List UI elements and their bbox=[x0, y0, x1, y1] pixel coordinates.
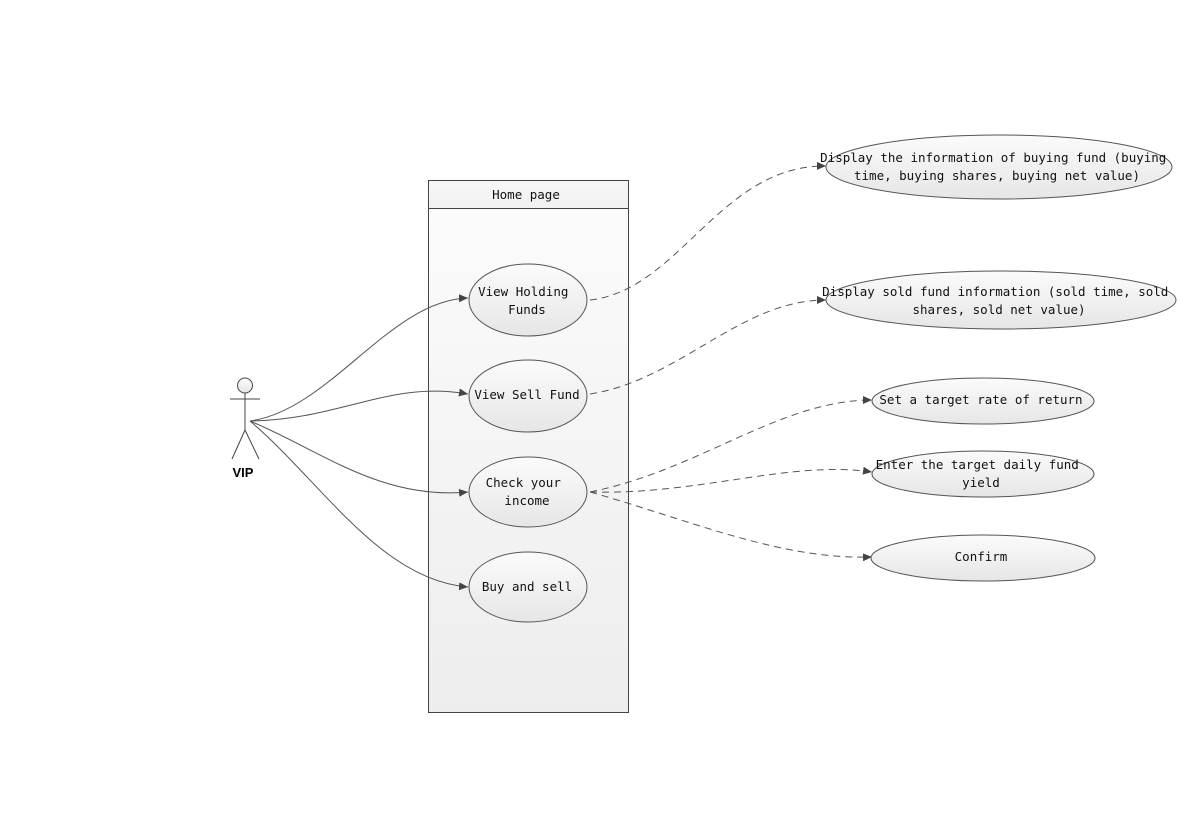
use-case-label: Buy and sell bbox=[482, 579, 572, 594]
use-case-enter-target-daily-yield[interactable]: Enter the target daily fund yield bbox=[871, 450, 1095, 498]
use-case-display-sold-info[interactable]: Display sold fund information (sold time… bbox=[822, 270, 1177, 330]
association-line bbox=[249, 294, 469, 422]
actor-right-leg bbox=[244, 429, 260, 460]
actor-head bbox=[237, 377, 253, 394]
use-case-ellipse bbox=[870, 534, 1096, 582]
use-case-confirm[interactable]: Confirm bbox=[870, 534, 1096, 582]
dependencies bbox=[589, 161, 873, 562]
use-case-label: View Sell Fund bbox=[474, 387, 579, 402]
use-case-label-line: Set a target rate of return bbox=[879, 392, 1082, 407]
dependency-line bbox=[589, 396, 873, 493]
association-line bbox=[249, 420, 469, 497]
use-case-label: Set a target rate of return bbox=[879, 392, 1082, 407]
associations bbox=[249, 294, 469, 591]
use-case-label-line: yield bbox=[962, 475, 1000, 490]
use-case-ellipse bbox=[468, 263, 588, 337]
use-case-set-target-rate[interactable]: Set a target rate of return bbox=[871, 377, 1095, 425]
system-header bbox=[428, 180, 629, 209]
use-case-label-line: Check your bbox=[486, 475, 562, 490]
use-case-label-line: shares, sold net value) bbox=[912, 302, 1085, 317]
use-case-view-sell-fund[interactable]: View Sell Fund bbox=[468, 359, 588, 433]
use-case-label-line: Confirm bbox=[955, 549, 1008, 564]
use-case-ellipse bbox=[825, 134, 1173, 200]
dependency-line bbox=[589, 466, 873, 493]
use-case-ellipse bbox=[871, 450, 1095, 498]
use-case-ellipse bbox=[468, 551, 588, 623]
system-box bbox=[428, 180, 629, 713]
dependency-line bbox=[589, 491, 873, 562]
use-case-ellipse bbox=[871, 377, 1095, 425]
use-case-label-line: income bbox=[504, 493, 549, 508]
use-case-ellipse bbox=[825, 270, 1177, 330]
use-case-ellipse bbox=[468, 359, 588, 433]
use-case-label: Enter the target daily fund yield bbox=[876, 457, 1087, 490]
use-case-buy-and-sell[interactable]: Buy and sell bbox=[468, 551, 588, 623]
use-case-label-line: Buy and sell bbox=[482, 579, 572, 594]
use-case-label: Check your income bbox=[486, 475, 569, 508]
use-case-label-line: View Sell Fund bbox=[474, 387, 579, 402]
actor-vip[interactable] bbox=[230, 377, 260, 460]
system-boundary: Home page bbox=[428, 180, 629, 713]
use-case-label-line: Enter the target daily fund bbox=[876, 457, 1079, 472]
use-case-label: View Holding Funds bbox=[478, 284, 576, 317]
use-case-label-line: Display sold fund information (sold time… bbox=[822, 284, 1168, 299]
use-case-ellipse bbox=[468, 456, 588, 528]
use-case-label: Display sold fund information (sold time… bbox=[822, 284, 1176, 317]
actor-left-leg bbox=[231, 429, 246, 460]
use-case-label-line: View Holding bbox=[478, 284, 568, 299]
system-title: Home page bbox=[492, 187, 560, 202]
use-case-label-line: Display the information of buying fund (… bbox=[820, 150, 1166, 165]
association-line bbox=[249, 388, 469, 422]
use-case-label-line: time, buying shares, buying net value) bbox=[854, 168, 1140, 183]
use-case-view-holding-funds[interactable]: View Holding Funds bbox=[468, 263, 588, 337]
use-case-display-buying-info[interactable]: Display the information of buying fund (… bbox=[820, 134, 1174, 200]
association-line bbox=[249, 420, 469, 591]
use-case-label: Confirm bbox=[955, 549, 1008, 564]
use-case-label-line: Funds bbox=[508, 302, 546, 317]
actor-label: VIP bbox=[233, 465, 254, 480]
use-case-check-income[interactable]: Check your income bbox=[468, 456, 588, 528]
use-case-label: Display the information of buying fund (… bbox=[820, 150, 1174, 183]
dependency-line bbox=[589, 161, 827, 301]
